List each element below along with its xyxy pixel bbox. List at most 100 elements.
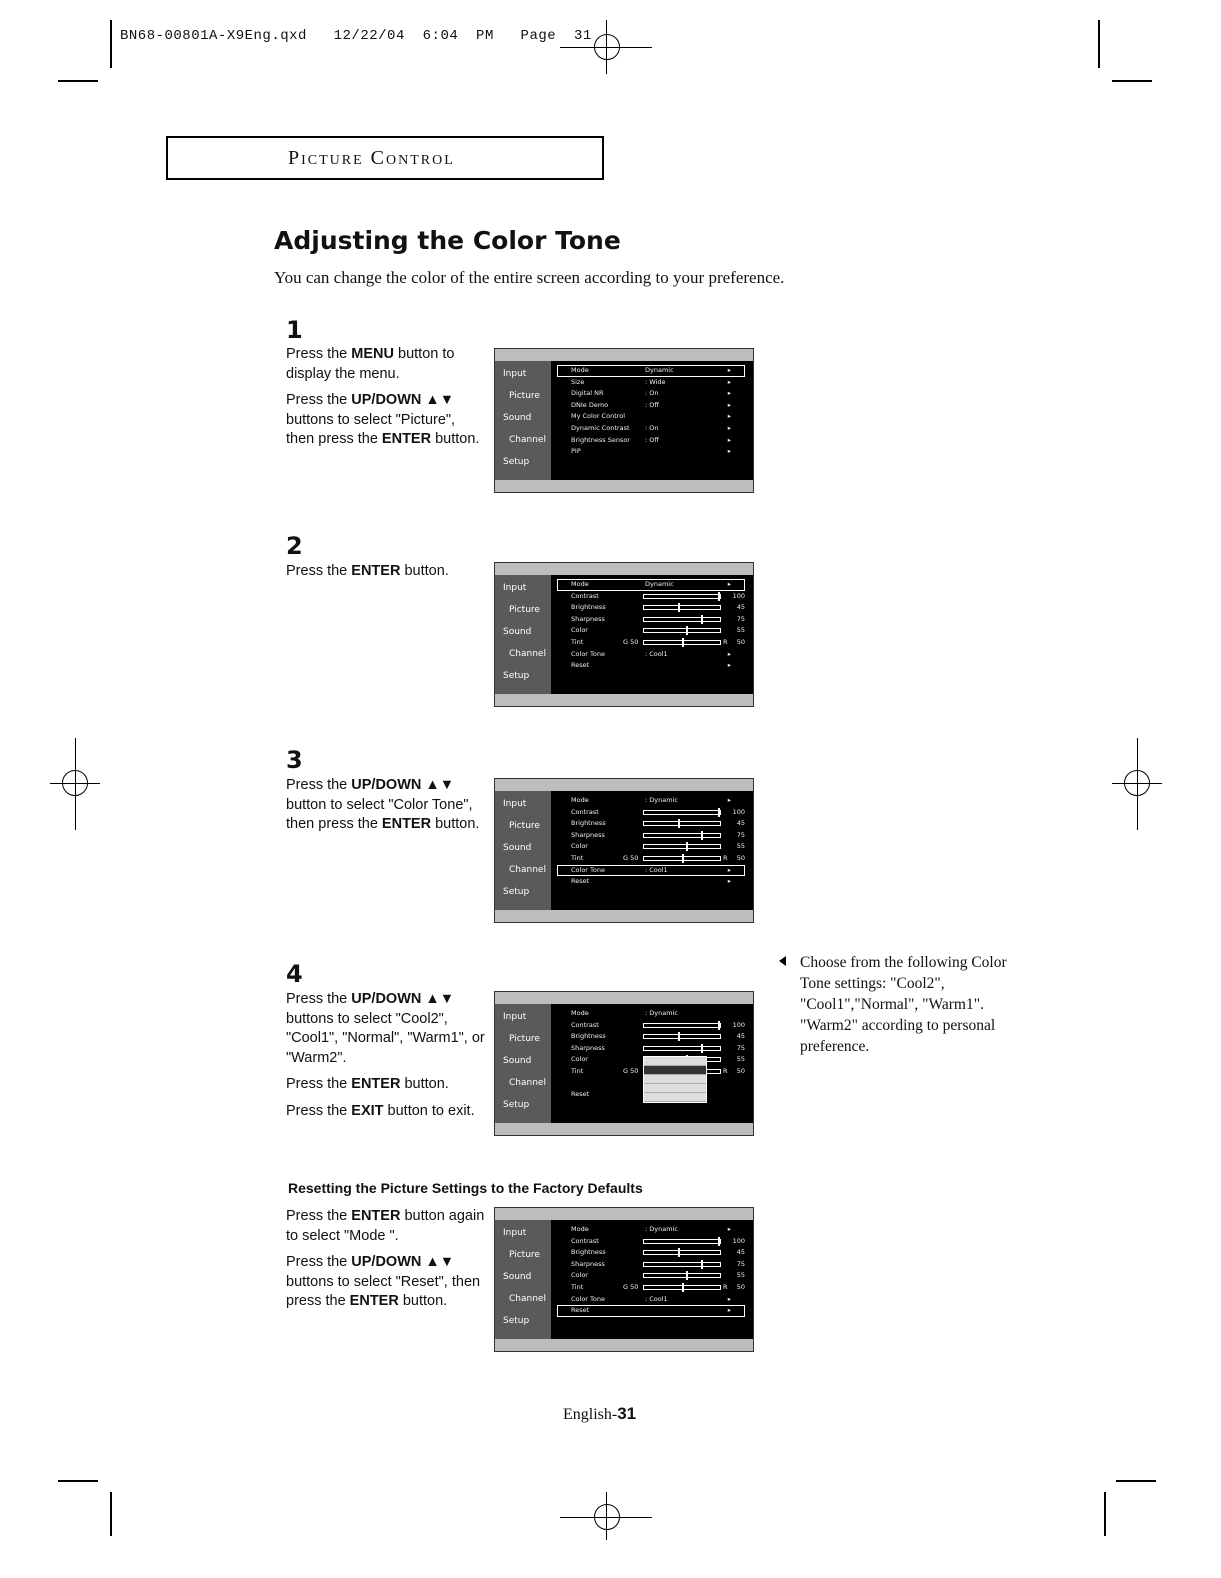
osd-sidebar-item: Channel (509, 1078, 546, 1088)
osd-row-label: Mode (571, 1009, 589, 1017)
osd-tint-left: G 50 (623, 1066, 639, 1075)
osd-row-value: 50 (736, 1066, 745, 1075)
reset-text: Press the ENTER button again to select "… (286, 1207, 486, 1312)
osd-sidebar-item: Channel (509, 865, 546, 875)
osd-row-value: 100 (732, 1020, 745, 1029)
osd-slider-knob (678, 819, 681, 829)
step-text: Press the MENU button to display the men… (286, 345, 486, 450)
osd-sidebar-item: Sound (503, 413, 532, 423)
osd-slider (643, 1248, 721, 1258)
osd-row-label: Reset (571, 661, 590, 670)
instruction-paragraph: Press the EXIT button to exit. (286, 1102, 475, 1119)
osd-sidebar-item: Channel (509, 649, 546, 659)
step-number: 4 (286, 960, 303, 988)
osd-tint-right: R (723, 853, 728, 862)
osd-menu-row: Contrast 100 (557, 1020, 745, 1032)
osd-row-label: Sharpness (571, 1259, 605, 1268)
osd-row-label: Contrast (571, 1236, 599, 1245)
osd-row-label: Size (571, 377, 585, 386)
osd-slider-knob (701, 1043, 703, 1053)
osd-row-label: Reset (571, 1090, 590, 1099)
osd-row-value: : Dynamic (645, 1009, 678, 1017)
osd-row-label: Dynamic Contrast (571, 423, 630, 432)
crop-mark (1116, 1480, 1156, 1482)
osd-row-value: 55 (736, 842, 745, 851)
osd-row-label: Color (571, 842, 588, 851)
osd-row-value: 55 (736, 626, 745, 635)
side-note: Choose from the following Color Tone set… (800, 954, 1007, 1055)
osd-row-arrow-icon: ▸ (727, 447, 731, 456)
osd-menu-row: Reset▸ (557, 660, 745, 672)
osd-row-value: 100 (732, 807, 745, 816)
osd-row-label: Brightness (571, 1248, 606, 1257)
osd-row-label: Contrast (571, 1020, 599, 1029)
osd-slider-knob (718, 1020, 721, 1030)
page-title: Adjusting the Color Tone (274, 226, 621, 255)
osd-row-label: DNIe Demo (571, 400, 609, 409)
osd-slider (643, 1259, 721, 1269)
osd-menu-row: PIP▸ (557, 446, 745, 458)
osd-sidebar-item: Picture (509, 1250, 540, 1260)
osd-slider (643, 1043, 721, 1053)
osd-row-label: Tint (571, 1066, 584, 1075)
osd-row-label: Reset (571, 1306, 590, 1315)
osd-row-arrow-icon: ▸ (727, 389, 731, 398)
osd-slider-knob (682, 853, 684, 863)
reset-heading: Resetting the Picture Settings to the Fa… (288, 1180, 643, 1196)
osd-row-arrow-icon: ▸ (727, 435, 731, 444)
osd-slider (643, 626, 721, 636)
osd-row-label: Color Tone (571, 1294, 605, 1303)
osd-sidebar-item: Setup (503, 1316, 530, 1326)
osd-menu-row: Reset▸ (557, 876, 745, 888)
osd-tint-left: G 50 (623, 853, 639, 862)
osd-row-label: Brightness (571, 603, 606, 612)
osd-row-arrow-icon: ▸ (727, 865, 731, 874)
osd-row-value: 50 (736, 1282, 745, 1291)
osd-slider (643, 830, 721, 840)
osd-row-arrow-icon: ▸ (727, 366, 731, 374)
step-number: 3 (286, 746, 303, 774)
osd-row-arrow-icon: ▸ (727, 877, 731, 886)
osd-sidebar-item: Setup (503, 671, 530, 681)
osd-row-value: : On (645, 423, 659, 432)
osd-row-value: 50 (736, 637, 745, 646)
osd-row-value: : Cool1 (645, 1294, 668, 1303)
osd-row-arrow-icon: ▸ (727, 377, 731, 386)
osd-tint-right: R (723, 1066, 728, 1075)
osd-sidebar-item: Input (503, 1228, 527, 1238)
osd-sidebar-item: Sound (503, 627, 532, 637)
osd-row-value: 45 (736, 819, 745, 828)
osd-menu-row: Mode : Dynamic (557, 1008, 745, 1020)
osd-dropdown-option (644, 1075, 706, 1084)
step-text: Press the UP/DOWN ▲▼ button to select "C… (286, 776, 486, 835)
osd-menu-row: Reset (557, 1089, 745, 1101)
osd-dropdown-option (644, 1093, 706, 1102)
osd-title-bar (495, 1208, 753, 1220)
osd-title-bar (495, 992, 753, 1004)
osd-row-value: 75 (736, 1259, 745, 1268)
osd-row-value: Dynamic (645, 366, 674, 374)
crop-mark (58, 80, 98, 82)
osd-sidebar-item: Setup (503, 457, 530, 467)
osd-slider (643, 807, 721, 817)
osd-title-bar (495, 779, 753, 791)
osd-slider (643, 637, 721, 647)
osd-menu-row: Reset▸ (557, 1305, 745, 1317)
crop-mark (110, 20, 112, 68)
osd-help-bar (495, 694, 753, 706)
osd-sidebar-item: Sound (503, 1272, 532, 1282)
osd-row-value: 75 (736, 1043, 745, 1052)
osd-row-label: Mode (571, 580, 589, 588)
